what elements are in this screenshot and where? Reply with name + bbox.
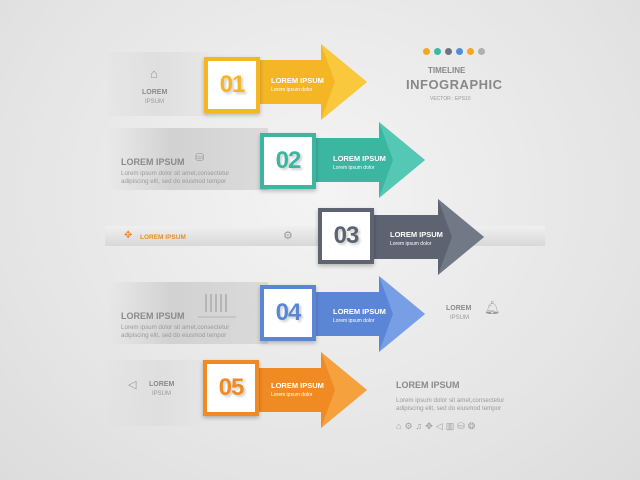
header-title-timeline: TIMELINE: [428, 66, 466, 75]
step-5-side-lorem: LOREM: [149, 381, 175, 388]
step-4-arrow: [313, 276, 425, 352]
header-title-infographic: INFOGRAPHIC: [406, 77, 503, 92]
color-dot-4: [456, 48, 463, 55]
network-icon: ✥: [124, 230, 133, 241]
step-4-side-title: LOREM IPSUM: [121, 311, 185, 321]
step-2-arrow: [313, 122, 425, 198]
step-1-title: LOREM IPSUM: [271, 76, 324, 85]
home-icon: ⌂: [150, 66, 158, 81]
step-2-side-line1: Lorem ipsum dolor sit amet,consectetur: [121, 170, 230, 177]
step-5-sub: Lorem ipsum dolor: [271, 392, 313, 398]
color-dot-5: [467, 48, 474, 55]
bottom-icon-row: ⌂⚙♫✥◁▥⛁❂: [396, 421, 478, 432]
step-5-number: 05: [218, 374, 245, 401]
step-1-box: 01: [204, 57, 260, 113]
step-5-box: 05: [203, 360, 259, 416]
step-1-arrow: [255, 44, 367, 120]
step-3-number: 03: [333, 222, 360, 249]
step-3-sub: Lorem ipsum dolor: [390, 241, 432, 247]
coins-icon: ⛁: [195, 152, 205, 164]
megaphone-icon: ◁: [128, 379, 137, 391]
step-1-side-ipsum: IPSUM: [145, 99, 165, 105]
step-2-box: 02: [260, 133, 316, 189]
step-5-side-ipsum: IPSUM: [152, 391, 172, 397]
step-4-side-line2: adipiscing elit, sed do eiusmod tempor: [121, 332, 227, 339]
step-5-right-title: LOREM IPSUM: [396, 380, 460, 390]
gear-icon: ⚙: [404, 421, 416, 431]
gear-icon: ⚙: [283, 230, 293, 242]
bell-icon: 🔔︎: [484, 300, 501, 315]
step-5-right-line2: adipiscing elit, sed do eiusmod tempor: [396, 405, 502, 412]
step-4-right-ipsum: IPSUM: [450, 315, 470, 321]
step-2-side-title: LOREM IPSUM: [121, 157, 185, 167]
step-1-sub: Lorem ipsum dolor: [271, 87, 313, 93]
megaphone-icon: ◁: [435, 421, 446, 431]
step-4-box: 04: [260, 285, 316, 341]
step-2-title: LOREM IPSUM: [333, 154, 386, 163]
header-vector-label: VECTOR : EPS10: [430, 96, 471, 102]
step-4-side-line1: Lorem ipsum dolor sit amet,consectetur: [121, 324, 230, 331]
step-3-title: LOREM IPSUM: [390, 230, 443, 239]
coins-icon: ⛁: [457, 421, 468, 431]
home-icon: ⌂: [396, 421, 405, 431]
panel-step-1: [108, 52, 208, 116]
color-dot-3: [445, 48, 452, 55]
step-2-sub: Lorem ipsum dolor: [333, 165, 375, 171]
chart-bars-icon: [198, 294, 236, 318]
step-2-side-line2: adipiscing elit, sed do eiusmod tempor: [121, 178, 227, 185]
step-1-number: 01: [219, 71, 246, 98]
step-5-right-line1: Lorem ipsum dolor sit amet,consectetur: [396, 397, 505, 404]
step-1-side-lorem: LOREM: [142, 89, 168, 96]
step-2-number: 02: [275, 147, 302, 174]
color-dot-6: [478, 48, 485, 55]
step-4-number: 04: [275, 299, 302, 326]
color-dot-1: [423, 48, 430, 55]
step-4-right-lorem: LOREM: [446, 305, 472, 312]
panel-step-4: [108, 282, 268, 344]
panel-step-5: [108, 360, 208, 426]
step-5-title: LOREM IPSUM: [271, 381, 324, 390]
settings-icon: ❂: [467, 421, 479, 431]
network-icon: ✥: [425, 421, 436, 431]
chart-bars-icon: ▥: [445, 421, 458, 431]
step-3-side-label: LOREM IPSUM: [140, 234, 186, 241]
color-dot-2: [434, 48, 441, 55]
step-4-sub: Lorem ipsum dolor: [333, 318, 375, 324]
step-4-title: LOREM IPSUM: [333, 307, 386, 316]
bell-icon: ♫: [415, 421, 426, 431]
step-3-box: 03: [318, 208, 374, 264]
step-3-arrow: [372, 199, 484, 275]
step-5-arrow: [255, 352, 367, 428]
panel-step-2: [108, 128, 268, 190]
